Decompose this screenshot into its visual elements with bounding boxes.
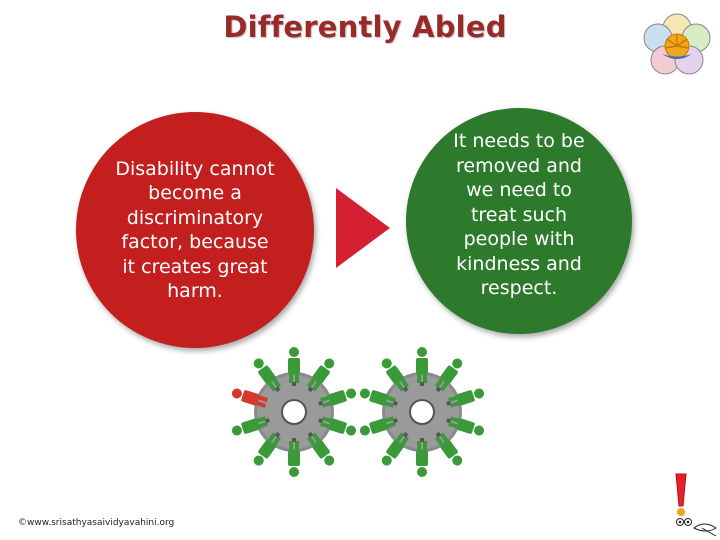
disability-statement-circle: Disability cannot become a discriminator… bbox=[76, 112, 314, 348]
play-triangle-icon bbox=[336, 188, 390, 268]
kindness-statement-circle: It needs to be removed and we need to tr… bbox=[406, 108, 632, 334]
page-title: Differently Abled bbox=[223, 10, 507, 44]
disability-statement-text: Disability cannot become a discriminator… bbox=[115, 157, 275, 303]
exclamation-mascot-icon bbox=[675, 473, 717, 537]
kindness-statement-text: It needs to be removed and we need to tr… bbox=[453, 130, 585, 300]
gears-with-people-icon bbox=[230, 347, 486, 477]
copyright-text: ©www.srisathyasaividyavahini.org bbox=[18, 518, 175, 528]
lotus-emblem-icon bbox=[643, 13, 711, 75]
